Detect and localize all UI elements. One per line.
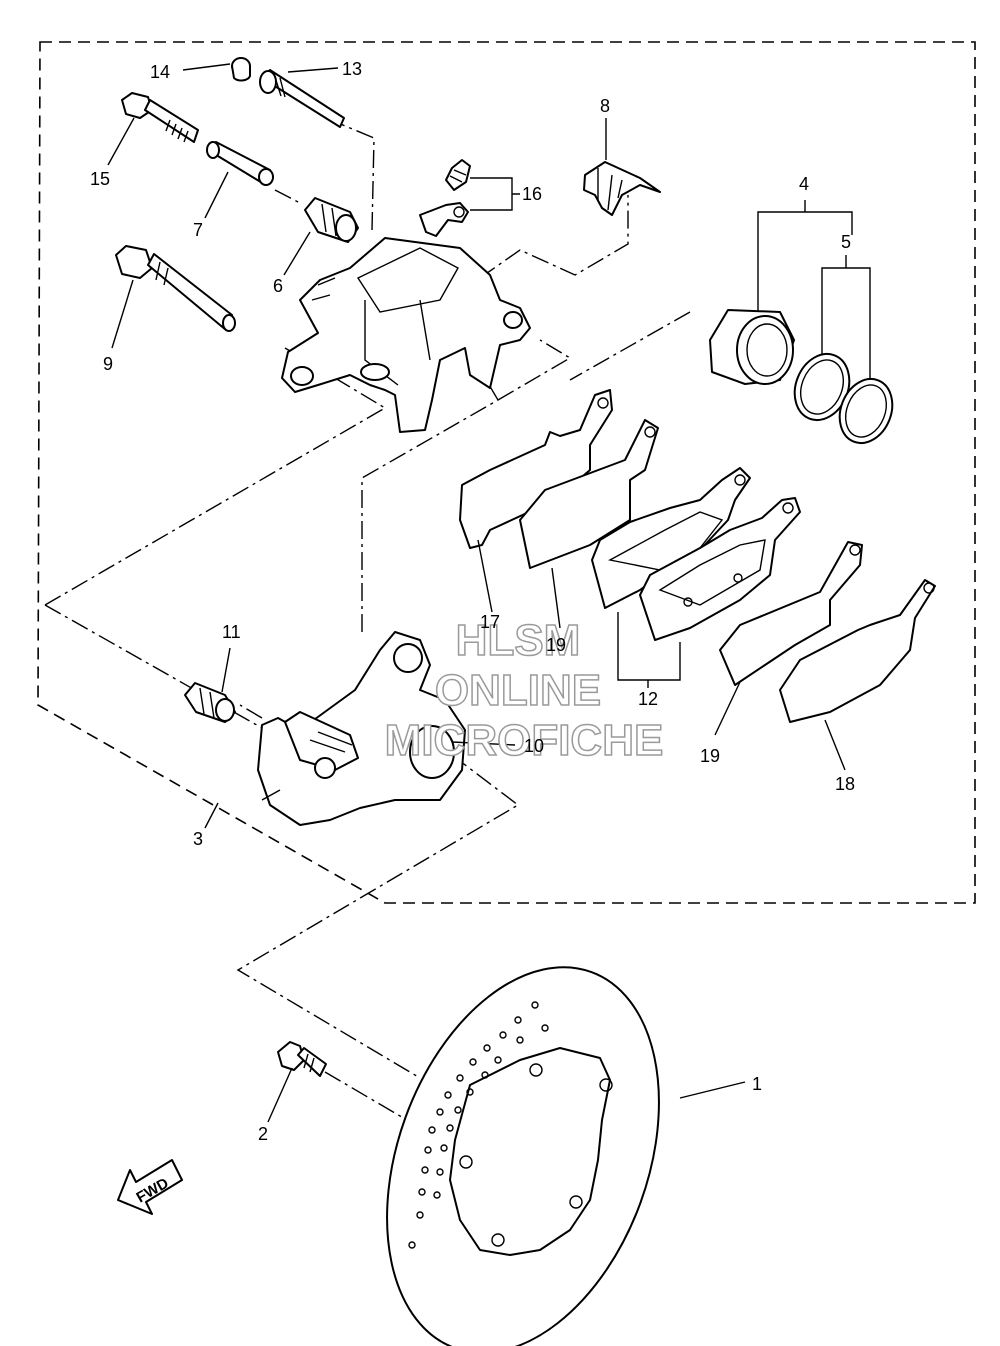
fwd-arrow-icon: FWD: [117, 1159, 183, 1215]
callout-8: 8: [600, 96, 610, 116]
part-19-pad-left: [519, 419, 659, 569]
part-16-bleed-valve: [419, 159, 471, 237]
callout-14: 14: [150, 62, 170, 82]
part-8-pad-spring: [583, 161, 661, 216]
assembly-lines: [44, 122, 691, 1161]
part-1-disc: [386, 966, 660, 1346]
callout-16: 16: [522, 184, 542, 204]
part-15-bolt: [121, 92, 199, 143]
callout-12: 12: [638, 689, 658, 709]
callout-13: 13: [342, 59, 362, 79]
part-4-piston: [709, 309, 795, 385]
part-11-boot: [184, 682, 236, 723]
part-13-pin: [259, 69, 345, 128]
callout-1: 1: [752, 1074, 762, 1094]
part-5-seals: [793, 353, 894, 444]
part-7-pin: [206, 141, 274, 186]
callout-4: 4: [799, 174, 809, 194]
part-3-bracket: [257, 631, 466, 826]
caliper-body: [281, 237, 531, 433]
callout-10: 10: [524, 736, 544, 756]
callout-15: 15: [90, 169, 110, 189]
disc-holes: [408, 1001, 549, 1249]
watermark-line2: ONLINE: [435, 666, 601, 715]
part-9-bolt: [115, 245, 236, 332]
part-17-shim: [459, 389, 613, 549]
assembly-boundary: [37, 41, 976, 904]
part-2-disc-bolt: [277, 1041, 327, 1077]
watermark-line1: HLSM: [456, 616, 581, 665]
part-14-cap: [231, 57, 251, 82]
part-6-boot: [304, 197, 359, 243]
callout-2: 2: [258, 1124, 268, 1144]
callout-3: 3: [193, 829, 203, 849]
leader-lines: [107, 63, 871, 1123]
callout-7: 7: [193, 220, 203, 240]
watermark-line3: MICROFICHE: [385, 716, 664, 765]
callout-6: 6: [273, 276, 283, 296]
callout-18: 18: [835, 774, 855, 794]
callout-19-right: 19: [700, 746, 720, 766]
callout-5: 5: [841, 232, 851, 252]
callout-9: 9: [103, 354, 113, 374]
callout-17: 17: [480, 612, 500, 632]
callout-labels: 1 2 3 4 5 6 7 8 9 10 11 12 13 14 15 16 1…: [90, 59, 855, 1144]
part-12-pads: [591, 467, 801, 641]
callout-19-left: 19: [546, 635, 566, 655]
watermark: HLSM ONLINE MICROFICHE: [384, 615, 664, 766]
part-18-shim: [779, 579, 936, 723]
callout-11: 11: [222, 622, 241, 642]
part-19-pad-right: [719, 541, 863, 686]
